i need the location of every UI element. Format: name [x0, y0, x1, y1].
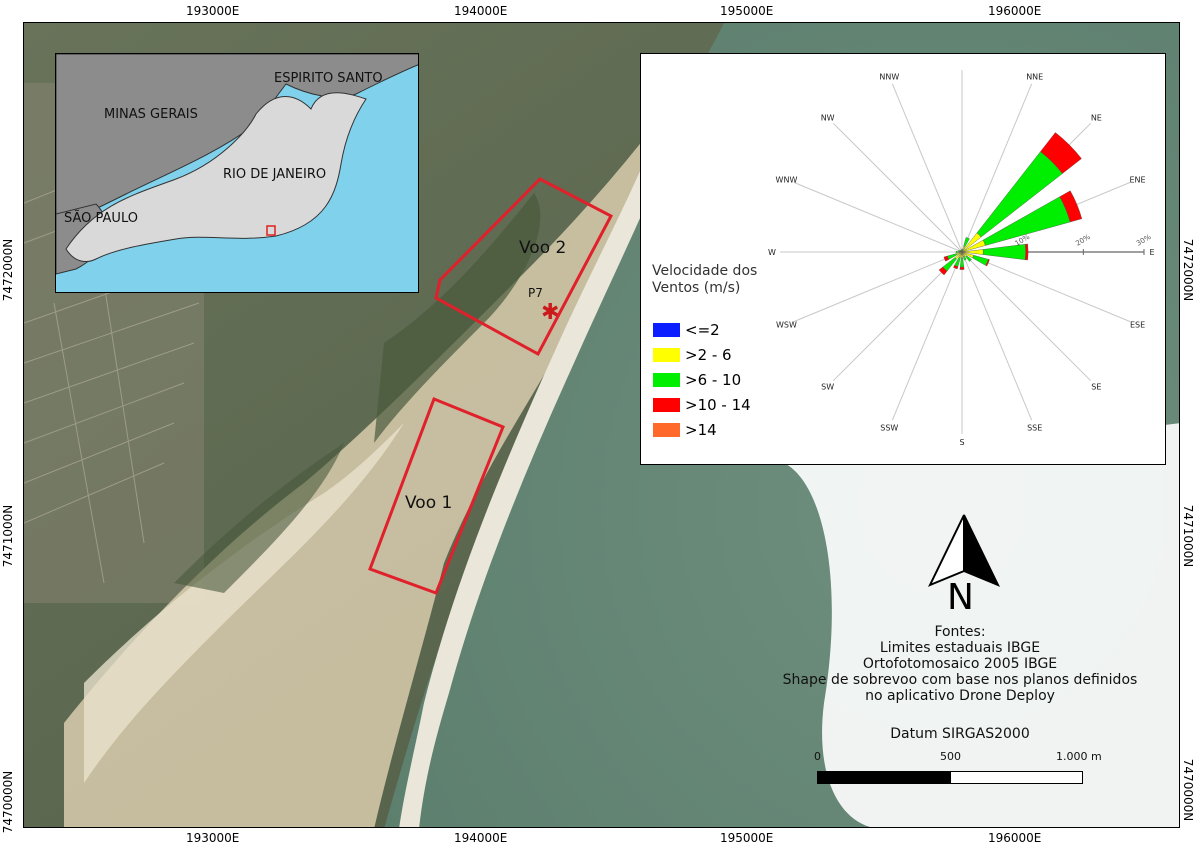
wind-rose-axes	[780, 70, 1145, 434]
wind-legend-title: Velocidade dos Ventos (m/s)	[652, 263, 758, 296]
direction-label-wnw: WNW	[776, 175, 798, 184]
rose-bar-ene-class-4	[1059, 190, 1083, 223]
direction-label-ene: ENE	[1129, 175, 1145, 184]
flight-label-voo-1: Voo 1	[405, 493, 453, 513]
scale-tick-500: 500	[940, 750, 961, 763]
spoke-nnw	[891, 83, 963, 253]
easting-top-2: 194000E	[454, 4, 508, 18]
rose-bar-ssw-class-4	[953, 264, 959, 270]
flight-label-voo-2: Voo 2	[519, 238, 567, 258]
spoke-nw	[832, 122, 963, 253]
direction-label-nne: NNE	[1026, 72, 1043, 81]
rose-bar-ne-class-4	[1040, 132, 1082, 174]
rose-bar-n-class-3	[961, 248, 963, 251]
legend-swatch	[653, 348, 680, 362]
easting-bottom-1: 193000E	[186, 831, 240, 845]
scale-bar	[817, 771, 1083, 784]
ring-label: 30%	[1135, 233, 1153, 248]
legend-label: >6 - 10	[685, 371, 742, 389]
direction-label-sw: SW	[821, 382, 834, 391]
flight-area-voo-1[interactable]	[368, 397, 505, 595]
legend-swatch	[653, 373, 680, 387]
datum-label: Datum SIRGAS2000	[890, 726, 1030, 742]
source-line-4: no aplicativo Drone Deploy	[865, 688, 1055, 704]
rose-bar-e-class-4	[1025, 243, 1029, 261]
legend-swatch	[653, 423, 680, 437]
direction-label-nw: NW	[821, 114, 835, 123]
spoke-wsw	[793, 251, 963, 323]
direction-label-wsw: WSW	[776, 321, 797, 330]
direction-label-ne: NE	[1091, 114, 1102, 123]
legend-swatch	[653, 398, 680, 412]
rose-bar-ese-class-4	[985, 259, 990, 267]
direction-label-s: S	[959, 438, 964, 447]
inset-label-minas-gerais: MINAS GERAIS	[104, 107, 198, 122]
easting-top-1: 193000E	[186, 4, 240, 18]
spoke-sw	[832, 251, 963, 382]
easting-bottom-4: 196000E	[988, 831, 1042, 845]
rose-bar-se-class-3	[965, 255, 972, 262]
rose-bar-s-class-3	[959, 257, 965, 268]
easting-top-3: 195000E	[720, 4, 774, 18]
rose-bar-nne-class-3	[963, 237, 970, 247]
scale-bar-black-segment	[818, 772, 951, 783]
sources-title: Fontes:	[934, 624, 986, 640]
spoke-se	[961, 251, 1092, 382]
wind-rose-bars	[938, 132, 1083, 276]
source-line-3: Shape de sobrevoo com base nos planos de…	[782, 672, 1138, 688]
spoke-wnw	[793, 181, 963, 253]
rose-bar-sse-class-3	[963, 255, 967, 261]
flight-area-voo-2[interactable]	[434, 177, 614, 357]
north-arrow-icon	[928, 514, 1000, 587]
rose-bar-nnw-class-3	[960, 249, 962, 252]
inset-label-sao-paulo: SÃO PAULO	[64, 211, 138, 226]
direction-label-se: SE	[1091, 382, 1101, 391]
sources-block: Fontes: Limites estaduais IBGE Ortofotom…	[780, 624, 1140, 704]
rose-bar-wsw-class-4	[943, 255, 950, 262]
legend-label: >14	[685, 421, 717, 439]
rose-bar-wnw-class-3	[958, 249, 961, 252]
inset-label-rio-de-janeiro: RIO DE JANEIRO	[223, 167, 327, 182]
scale-tick-1000: 1.000 m	[1056, 750, 1102, 763]
direction-label-ese: ESE	[1130, 321, 1145, 330]
spoke-ssw	[891, 251, 963, 421]
north-letter: N	[947, 577, 974, 618]
source-line-1: Limites estaduais IBGE	[879, 640, 1041, 656]
rose-bar-sw-class-4	[938, 266, 948, 276]
inset-label-espirito-santo: ESPIRITO SANTO	[274, 71, 383, 86]
inset-map-shapes	[56, 54, 418, 275]
direction-label-w: W	[768, 248, 776, 257]
legend-swatch	[653, 323, 680, 337]
rose-bar-s-class-4	[959, 266, 965, 270]
point-label-p7: P7	[528, 286, 543, 300]
source-line-2: Ortofotomosaico 2005 IBGE	[862, 656, 1058, 672]
legend-label: <=2	[685, 321, 720, 339]
direction-label-e: E	[1149, 248, 1154, 257]
direction-label-sse: SSE	[1027, 424, 1042, 433]
spoke-nne	[961, 83, 1033, 253]
easting-bottom-2: 194000E	[454, 831, 508, 845]
inset-location-map[interactable]: MINAS GERAIS ESPIRITO SANTO RIO DE JANEI…	[55, 53, 419, 293]
legend-label: >10 - 14	[685, 396, 751, 414]
spoke-ese	[961, 251, 1131, 323]
rose-bar-w-class-3	[955, 251, 960, 253]
ring-label: 20%	[1074, 233, 1092, 248]
easting-bottom-3: 195000E	[720, 831, 774, 845]
easting-top-4: 196000E	[988, 4, 1042, 18]
rose-bar-nw-class-3	[959, 249, 962, 252]
spoke-sse	[961, 251, 1033, 421]
legend-label: >2 - 6	[685, 346, 732, 364]
direction-label-nnw: NNW	[879, 72, 899, 81]
point-marker-p7[interactable]: ✱	[541, 300, 560, 325]
scale-tick-0: 0	[814, 750, 821, 763]
direction-label-ssw: SSW	[880, 424, 898, 433]
rose-bar-ese-class-3	[972, 254, 989, 266]
